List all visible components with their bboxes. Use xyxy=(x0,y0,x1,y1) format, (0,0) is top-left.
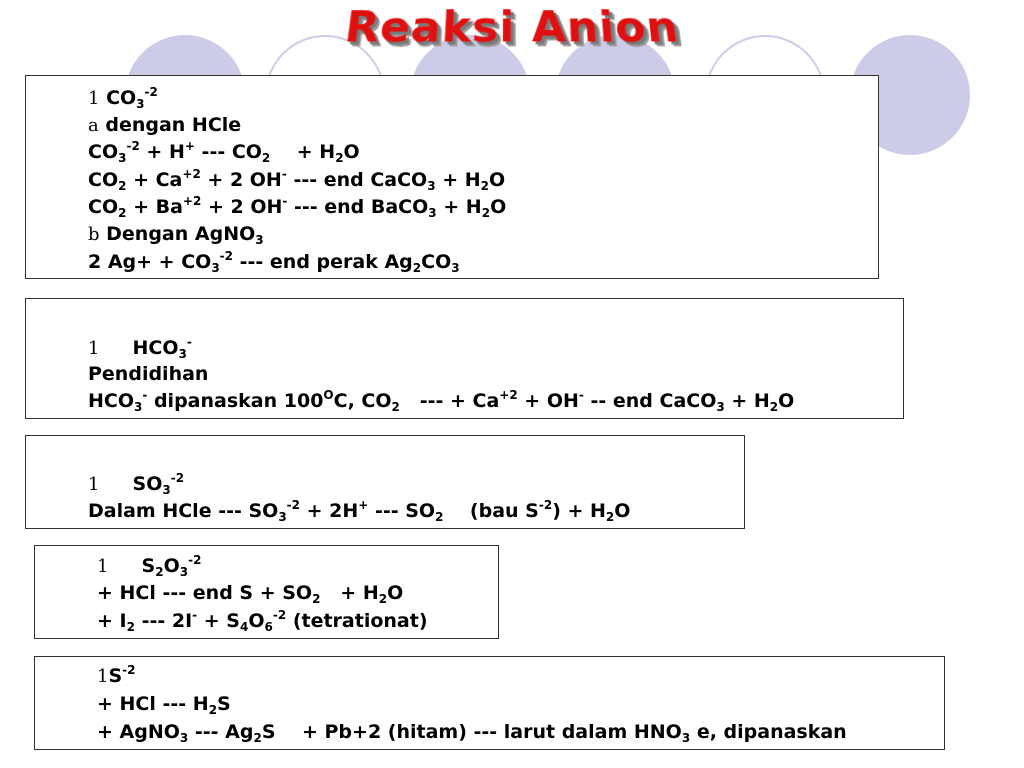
s-marker: 1 xyxy=(97,666,108,687)
section-hco3-box: 1 HCO3- Pendidihan HCO3- dipanaskan 100O… xyxy=(25,298,904,419)
co3-marker: 1 xyxy=(88,88,99,109)
s-line-1: + HCl --- H2S xyxy=(97,692,231,716)
section-s2o3-box: 1 S2O3-2 + HCl --- end S + SO2 + H2O + I… xyxy=(34,545,499,639)
s2o3-marker: 1 xyxy=(97,556,108,577)
co3-sub-b-marker: b xyxy=(88,224,100,245)
s2o3-line-1: + HCl --- end S + SO2 + H2O xyxy=(97,581,403,605)
co3-sub-a: a dengan HCle xyxy=(88,113,241,138)
s-heading: 1S-2 xyxy=(97,664,135,689)
so3-marker: 1 xyxy=(88,474,99,495)
section-co3-box: 1 CO3-2 a dengan HCle CO3-2 + H+ --- CO2… xyxy=(25,75,879,279)
co3-line-1: CO3-2 + H+ --- CO2 + H2O xyxy=(88,140,360,164)
co3-line-b: 2 Ag+ + CO3-2 --- end perak Ag2CO3 xyxy=(88,250,460,274)
slide-title: Reaksi Anion xyxy=(0,4,1024,53)
so3-heading: 1 SO3-2 xyxy=(88,472,184,497)
hco3-marker: 1 xyxy=(88,338,99,359)
hco3-heading: 1 HCO3- xyxy=(88,336,192,361)
co3-line-3: CO2 + Ba+2 + 2 OH- --- end BaCO3 + H2O xyxy=(88,195,506,219)
co3-line-2: CO2 + Ca+2 + 2 OH- --- end CaCO3 + H2O xyxy=(88,168,505,192)
co3-sub-b: b Dengan AgNO3 xyxy=(88,222,264,247)
s-line-2: + AgNO3 --- Ag2S + Pb+2 (hitam) --- laru… xyxy=(97,720,847,744)
s2o3-heading: 1 S2O3-2 xyxy=(97,554,201,579)
s2o3-line-2: + I2 --- 2I- + S4O6-2 (tetrationat) xyxy=(97,609,428,633)
section-s-box: 1S-2 + HCl --- H2S + AgNO3 --- Ag2S + Pb… xyxy=(34,656,945,750)
co3-sub-a-label: dengan HCle xyxy=(105,114,241,136)
hco3-line: HCO3- dipanaskan 100OC, CO2 --- + Ca+2 +… xyxy=(88,389,794,413)
section-so3-box: 1 SO3-2 Dalam HCle --- SO3-2 + 2H+ --- S… xyxy=(25,435,745,529)
co3-sub-a-marker: a xyxy=(88,115,99,136)
hco3-label: Pendidihan xyxy=(88,362,208,386)
co3-heading: 1 CO3-2 xyxy=(88,86,158,111)
so3-line: Dalam HCle --- SO3-2 + 2H+ --- SO2 (bau … xyxy=(88,499,630,523)
